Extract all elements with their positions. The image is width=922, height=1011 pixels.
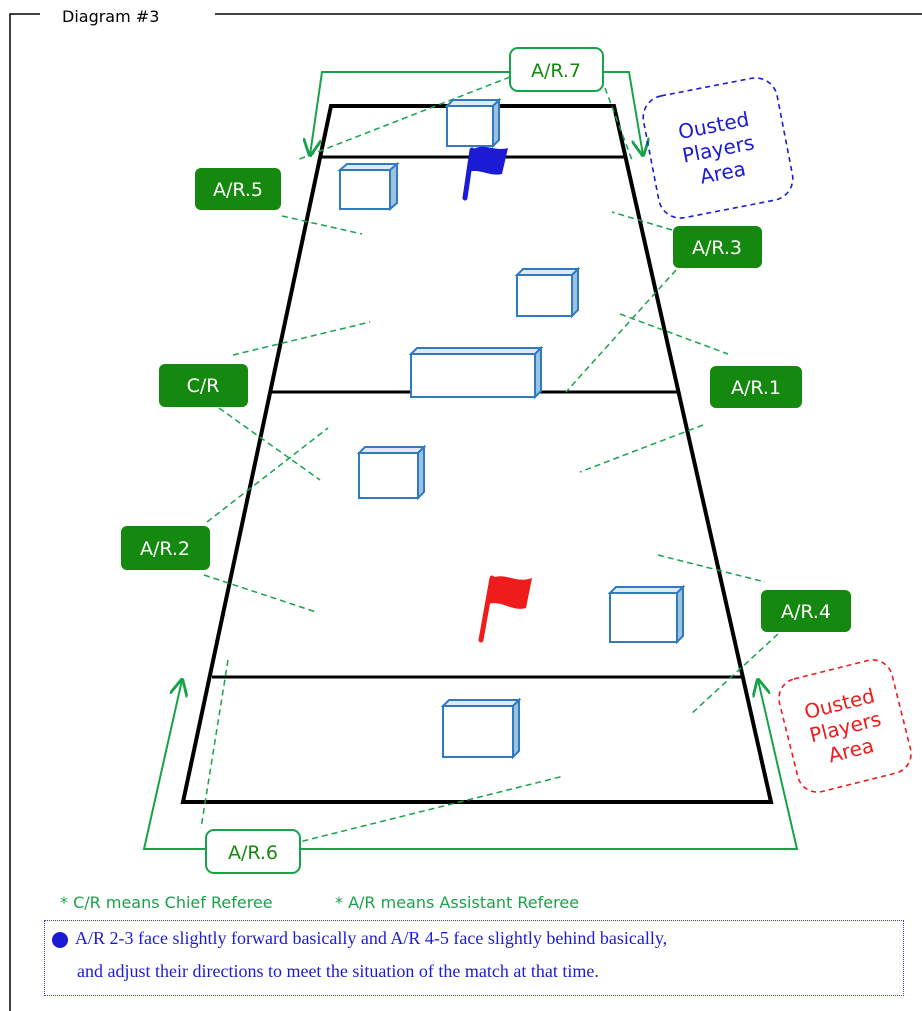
box-2	[337, 161, 400, 212]
obstacle-boxes	[337, 97, 686, 760]
sight-lines	[200, 76, 779, 847]
ar3-label: A/R.3	[673, 226, 762, 268]
svg-text:A/R.5: A/R.5	[213, 179, 263, 201]
top-left-arrow	[310, 71, 510, 155]
red-flag-pole	[478, 575, 495, 643]
legend-chief-referee: * C/R means Chief Referee	[60, 893, 273, 912]
bullet-icon	[52, 932, 68, 948]
svg-text:OustedPlayersArea: OustedPlayersArea	[676, 107, 761, 192]
rotation-arrows	[142, 71, 799, 850]
svg-text:A/R.1: A/R.1	[731, 377, 781, 399]
playing-field	[180, 104, 774, 804]
svg-text:A/R.6: A/R.6	[228, 842, 278, 864]
box-4	[408, 345, 544, 400]
legend-assistant-referee: * A/R means Assistant Referee	[335, 893, 580, 912]
svg-text:A/R.7: A/R.7	[531, 60, 581, 82]
red-flag-cloth	[488, 576, 532, 609]
blue-flag	[462, 146, 508, 201]
svg-text:A/R.2: A/R.2	[140, 538, 190, 560]
note-line-2: and adjust their directions to meet the …	[77, 961, 599, 981]
ar2-label: A/R.2	[121, 526, 210, 570]
blue-flag-cloth	[468, 146, 508, 175]
ousted-area-blue: OustedPlayersArea	[642, 77, 794, 219]
box-6	[607, 584, 686, 645]
bottom-right-arrow	[300, 680, 799, 850]
box-3	[514, 266, 581, 319]
bottom-left-arrow	[142, 680, 206, 850]
box-7	[440, 697, 522, 760]
ar1-label: A/R.1	[710, 366, 802, 408]
ar4-label: A/R.4	[761, 590, 851, 632]
box-5	[356, 444, 427, 501]
red-flag	[478, 575, 532, 643]
svg-text:A/R.3: A/R.3	[692, 237, 742, 259]
diagram-frame	[9, 13, 922, 1011]
ousted-area-red: OustedPlayersArea	[778, 659, 912, 793]
cr-label: C/R	[159, 364, 248, 407]
ar5-label: A/R.5	[195, 168, 281, 210]
box-1	[444, 97, 502, 149]
note-line-1: A/R 2-3 face slightly forward basically …	[75, 928, 668, 948]
svg-text:C/R: C/R	[187, 375, 220, 397]
svg-text:A/R.4: A/R.4	[781, 601, 831, 623]
note-box	[44, 920, 904, 996]
ar6-label: A/R.6	[205, 829, 301, 874]
ar7-label: A/R.7	[509, 47, 604, 92]
svg-text:OustedPlayersArea: OustedPlayersArea	[801, 683, 889, 770]
top-right-arrow	[603, 71, 643, 155]
diagram-title: Diagram #3	[62, 7, 159, 26]
